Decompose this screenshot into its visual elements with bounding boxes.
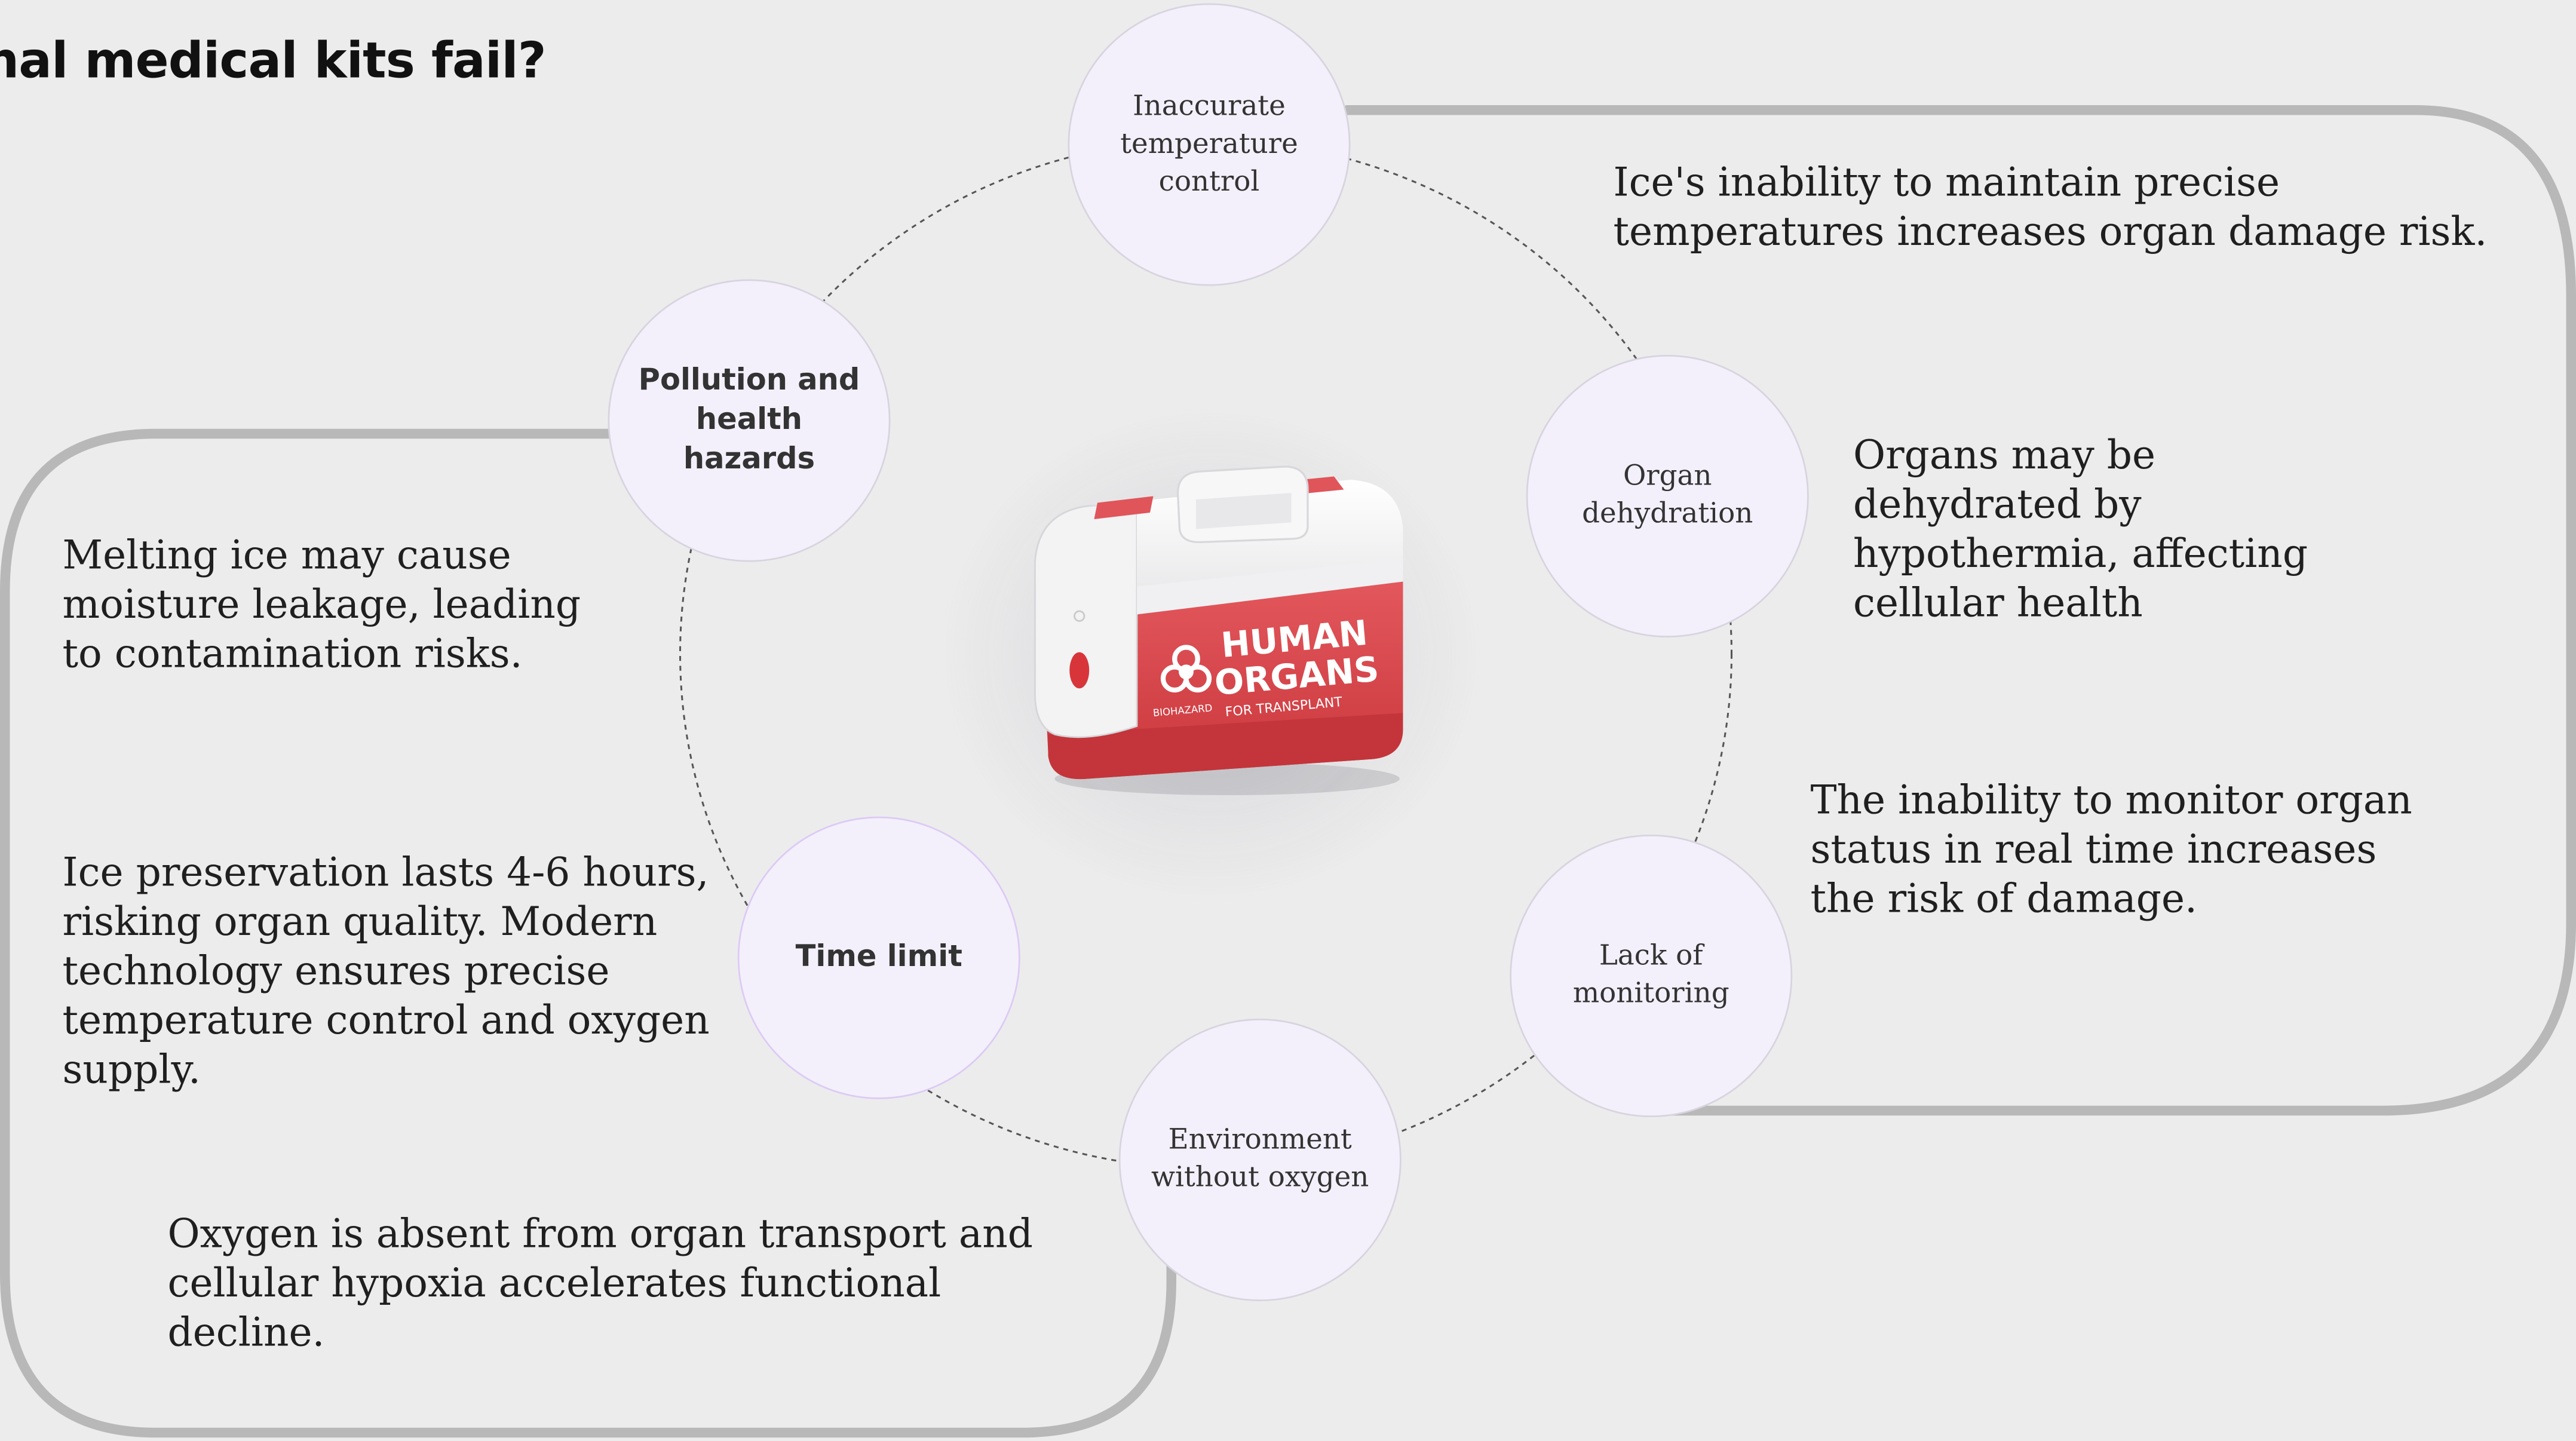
right-bracket [1342, 105, 2576, 1116]
node-label: Environment without oxygen [1151, 1124, 1369, 1195]
node-organ-dehydration: Organ dehydration [1526, 355, 1809, 637]
description-environment-without-oxygen: Oxygen is absent from organ transport an… [167, 1210, 1034, 1356]
description-inaccurate-temperature-control: Ice's inability to maintain precise temp… [1613, 159, 2488, 255]
description-time-limit: Ice preservation lasts 4-6 hours, riskin… [62, 849, 710, 1093]
node-environment-without-oxygen: Environment without oxygen [1118, 1019, 1402, 1301]
organ-transport-cooler: HUMAN ORGANS FOR TRANSPLANT BIOHAZARD [1034, 465, 1403, 795]
node-label: Time limit [795, 940, 962, 974]
biohazard-icon [1160, 645, 1212, 693]
node-lack-of-monitoring: Lack of monitoring [1510, 835, 1793, 1117]
node-pollution-and-health-hazards: Pollution and health hazards [608, 279, 891, 562]
description-organ-dehydration: Organs may be dehydrated by hypothermia,… [1853, 432, 2308, 626]
node-label: Lack of monitoring [1572, 940, 1729, 1011]
description-lack-of-monitoring: The inability to monitor organ status in… [1810, 777, 2412, 922]
node-label: Organ dehydration [1582, 460, 1753, 531]
left-bracket [0, 428, 1176, 1438]
node-inaccurate-temperature-control: Inaccurate temperature control [1068, 3, 1351, 286]
node-label: Pollution and health hazards [638, 363, 860, 477]
description-pollution-and-health-hazards: Melting ice may cause moisture leakage, … [62, 532, 581, 677]
node-time-limit: Time limit [737, 816, 1020, 1099]
node-label: Inaccurate temperature control [1120, 89, 1298, 198]
page-title: onal medical kits fail? [0, 33, 547, 91]
